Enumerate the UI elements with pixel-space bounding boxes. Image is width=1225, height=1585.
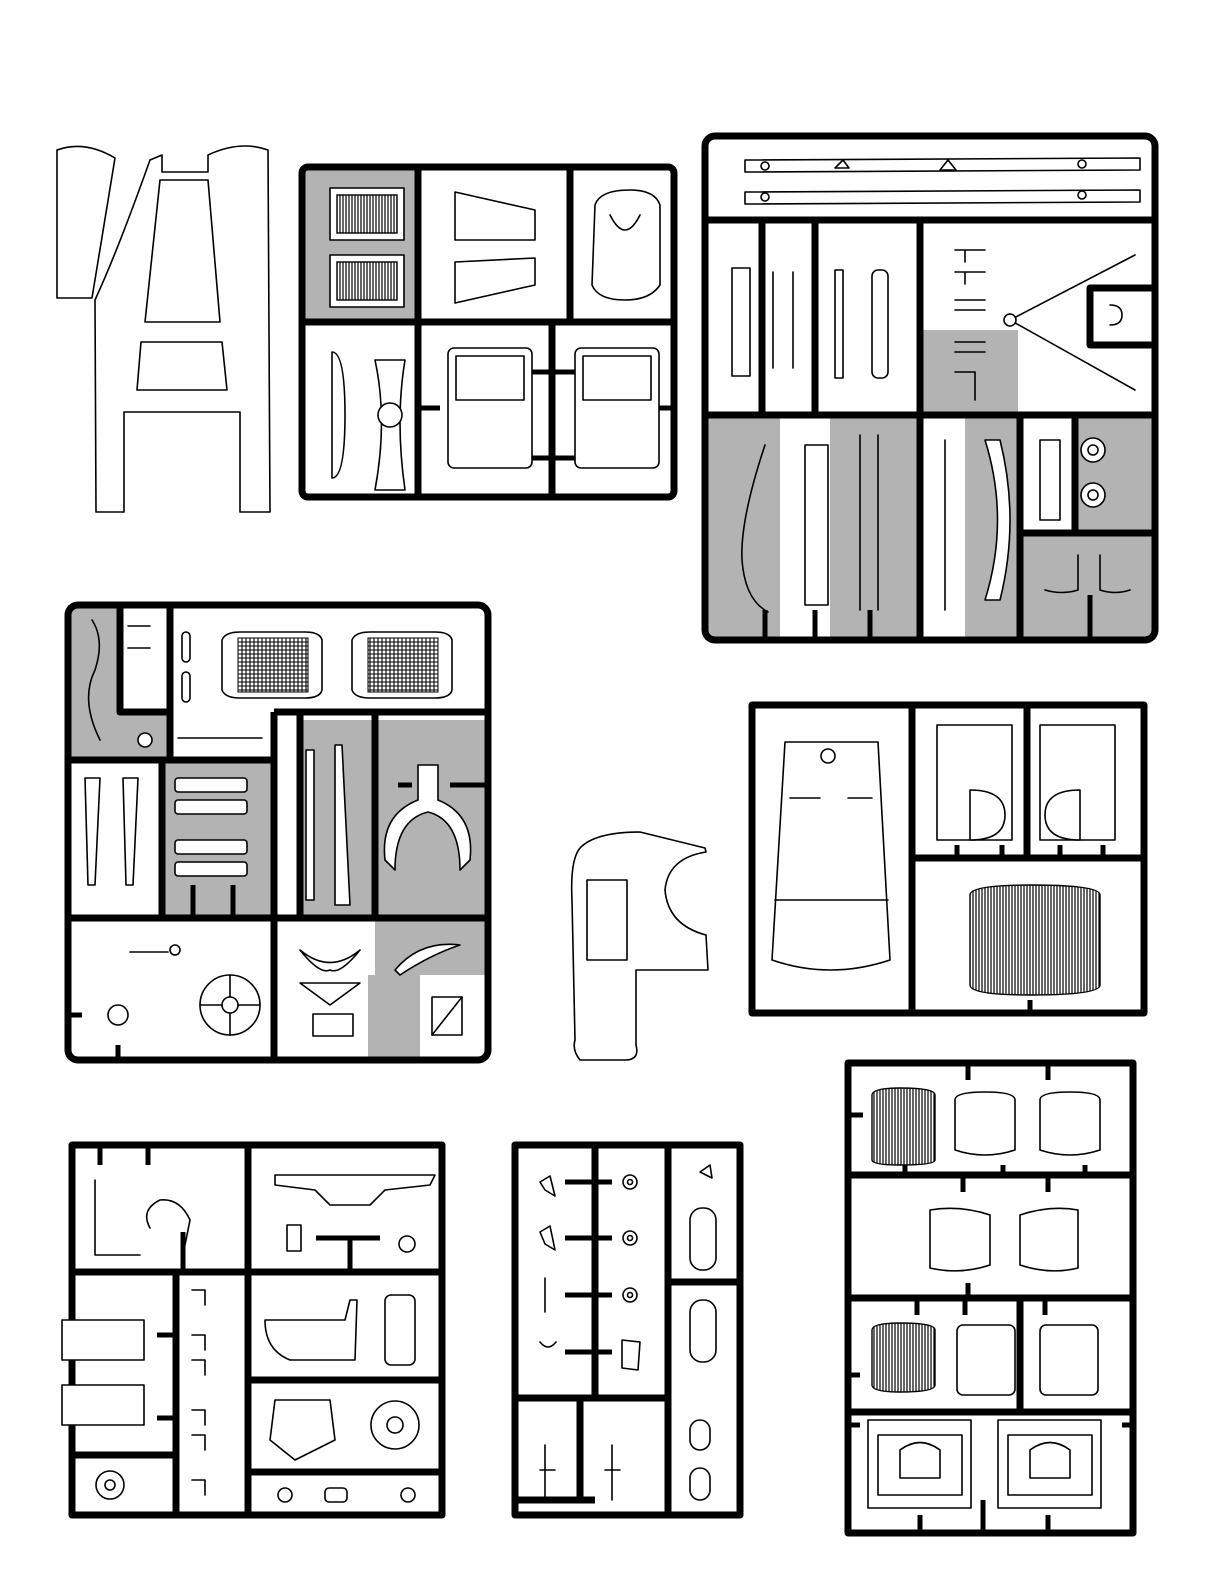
sprue-cabin-interior: [302, 167, 674, 497]
chassis-frame-outline: [57, 146, 270, 512]
sprue-frame-rails: [705, 136, 1155, 640]
sprue-engine-detail: [68, 605, 488, 1060]
sprue-floor-seats: [752, 705, 1144, 1013]
sprue-small-parts: [515, 1145, 740, 1515]
cab-side-panel: [572, 832, 708, 1060]
sprue-seat-cushions: [848, 1063, 1133, 1533]
sprue-engine-block: [62, 1145, 442, 1515]
